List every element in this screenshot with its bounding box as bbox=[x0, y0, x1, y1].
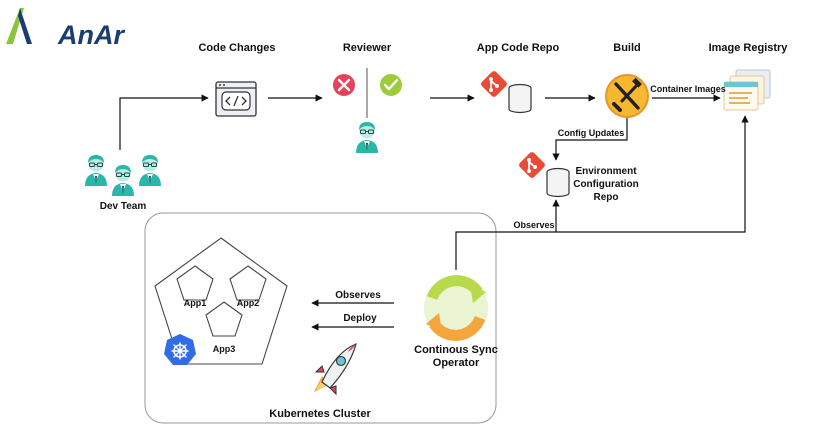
reviewer-person-icon bbox=[355, 121, 379, 154]
app1-pentagon bbox=[176, 265, 214, 301]
app2-pentagon bbox=[229, 265, 267, 301]
app1-label: App1 bbox=[184, 298, 207, 308]
deploy-label: Deploy bbox=[343, 313, 377, 324]
app-code-repo-node: App Code Repo bbox=[477, 42, 560, 114]
build-label: Build bbox=[613, 42, 641, 54]
cluster-pentagon bbox=[154, 237, 288, 365]
code-changes-label: Code Changes bbox=[198, 42, 275, 54]
app3-pentagon bbox=[205, 301, 243, 337]
sync-operator-node: Continous Sync Operator bbox=[414, 275, 498, 369]
code-editor-icon bbox=[215, 81, 257, 117]
app-code-repo-label: App Code Repo bbox=[477, 42, 560, 54]
edge-sync-observes-repo bbox=[455, 199, 560, 270]
connectors bbox=[119, 94, 749, 331]
image-registry-label: Image Registry bbox=[709, 42, 789, 54]
env-config-repo-node: Environment Configuration Repo bbox=[516, 149, 639, 203]
env-config-repo-line-3: Repo bbox=[594, 192, 619, 203]
logo-mark bbox=[6, 8, 32, 44]
developer-icon-2 bbox=[111, 164, 135, 197]
anar-logo: AnAr bbox=[6, 8, 125, 50]
build-tools-icon bbox=[605, 74, 649, 118]
sync-icon bbox=[424, 275, 488, 341]
reject-icon bbox=[333, 74, 355, 96]
kubernetes-cluster-box bbox=[144, 212, 497, 424]
edge-sync-observes-registry bbox=[556, 115, 749, 233]
code-changes-node: Code Changes bbox=[198, 42, 276, 117]
approve-icon bbox=[380, 74, 402, 96]
container-images-label: Container Images bbox=[650, 84, 726, 94]
env-config-repo-line-2: Configuration bbox=[573, 179, 639, 190]
build-node: Build bbox=[605, 42, 649, 118]
cluster-content: App1 App2 App3 Kubernetes Cluster bbox=[154, 237, 371, 420]
dev-team-label: Dev Team bbox=[100, 201, 147, 212]
developer-icon-3 bbox=[138, 154, 162, 187]
observes-cluster-label: Observes bbox=[335, 290, 381, 301]
kubernetes-cluster-label: Kubernetes Cluster bbox=[269, 408, 371, 420]
edge-devteam-to-code bbox=[119, 94, 209, 150]
reviewer-label: Reviewer bbox=[343, 42, 392, 54]
developer-icon-1 bbox=[84, 154, 108, 187]
dev-team-node: Dev Team bbox=[84, 154, 162, 212]
env-database-icon bbox=[546, 167, 570, 198]
env-git-icon bbox=[516, 149, 548, 181]
env-config-repo-line-1: Environment bbox=[575, 166, 637, 177]
app2-label: App2 bbox=[237, 298, 260, 308]
app3-label: App3 bbox=[213, 344, 236, 354]
observes-repo-label: Observes bbox=[513, 220, 554, 230]
edge-build-to-env-repo bbox=[552, 118, 628, 161]
git-icon bbox=[478, 68, 510, 100]
reviewer-node: Reviewer bbox=[333, 42, 402, 154]
rocket-icon bbox=[314, 342, 357, 396]
database-icon bbox=[508, 83, 532, 114]
config-updates-label: Config Updates bbox=[558, 128, 625, 138]
image-registry-node: Image Registry bbox=[709, 42, 789, 111]
kubernetes-icon bbox=[164, 334, 196, 365]
sync-operator-line-2: Operator bbox=[433, 357, 480, 369]
logo-text: AnAr bbox=[57, 20, 125, 50]
sync-operator-line-1: Continous Sync bbox=[414, 344, 498, 356]
registry-window-icon bbox=[723, 69, 771, 111]
